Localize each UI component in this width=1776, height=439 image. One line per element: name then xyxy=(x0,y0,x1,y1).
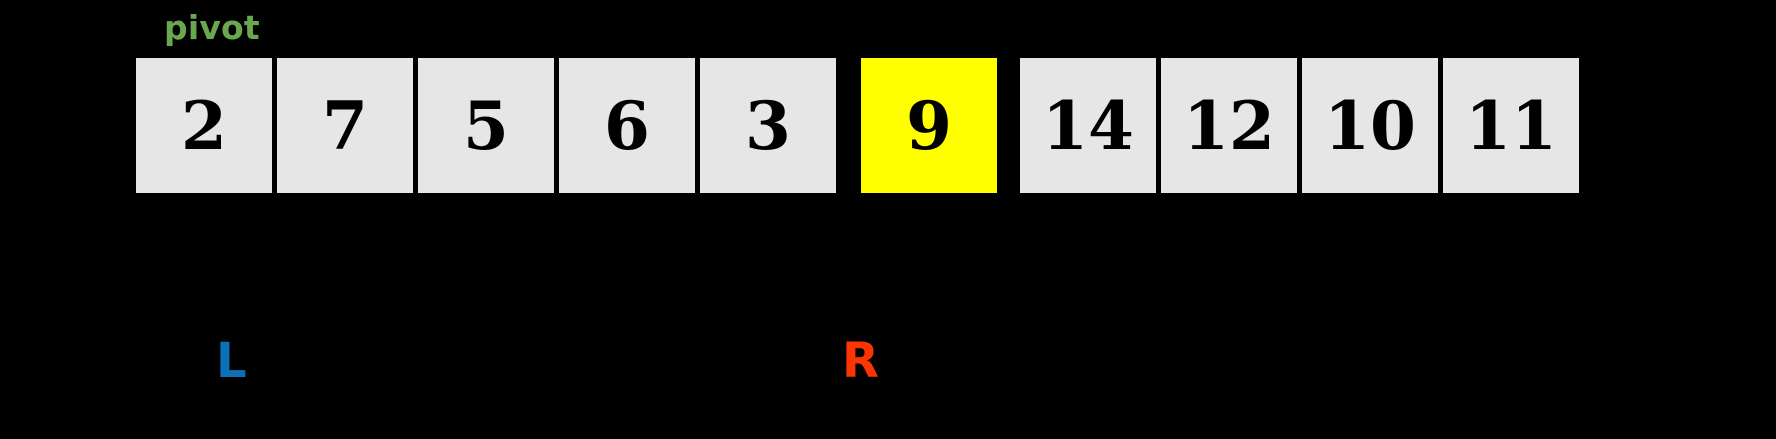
array-cell-1[interactable]: 7 xyxy=(277,58,413,193)
array-cell-4[interactable]: 3 xyxy=(700,58,836,193)
array-cell-5-pivot[interactable]: 9 xyxy=(861,58,997,193)
left-pointer-marker: L xyxy=(216,333,247,389)
array-cell-2[interactable]: 5 xyxy=(418,58,554,193)
array-cell-0[interactable]: 2 xyxy=(136,58,272,193)
array-cell-7[interactable]: 12 xyxy=(1161,58,1297,193)
array-cell-3[interactable]: 6 xyxy=(559,58,695,193)
pivot-label: pivot xyxy=(164,8,260,47)
right-pointer-marker: R xyxy=(842,333,879,389)
array-cell-6[interactable]: 14 xyxy=(1020,58,1156,193)
array-cell-8[interactable]: 10 xyxy=(1302,58,1438,193)
array-row: 2 7 5 6 3 9 14 12 10 11 xyxy=(136,58,1579,193)
array-cell-9[interactable]: 11 xyxy=(1443,58,1579,193)
